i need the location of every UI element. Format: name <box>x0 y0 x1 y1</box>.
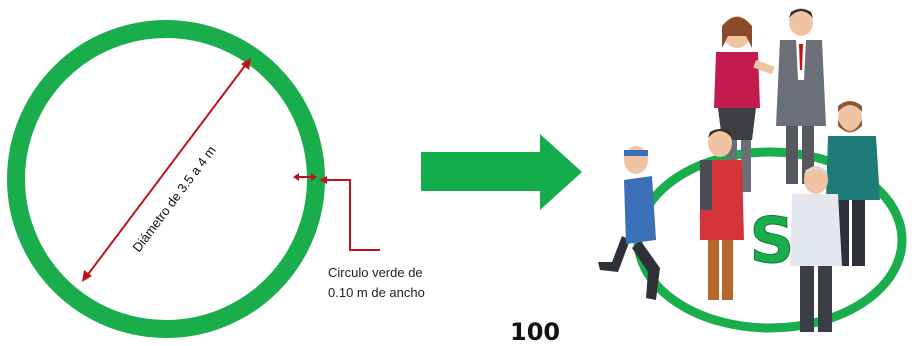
person-man-red <box>700 129 744 300</box>
page-number: 100 <box>510 318 561 346</box>
ring-width-arrow <box>293 173 317 181</box>
person-old-man-white <box>790 166 842 332</box>
green-ring <box>7 20 325 338</box>
ring-width-note: Circulo verde de 0.10 m de ancho <box>328 263 425 303</box>
person-runner-blue <box>598 146 660 300</box>
ring-width-note-line-2: 0.10 m de ancho <box>328 285 425 300</box>
person-woman-pink <box>714 16 775 192</box>
s-logo-letter: S <box>750 204 795 277</box>
callout-leader <box>319 176 380 251</box>
person-man-teal <box>826 101 880 266</box>
people-illustration: S <box>598 8 907 333</box>
ring-width-note-line-1: Circulo verde de <box>328 265 423 280</box>
diagram-canvas: Diámetro de 3.5 a 4 m S <box>7 8 907 338</box>
diameter-arrow <box>82 58 251 282</box>
big-green-arrow <box>421 134 582 210</box>
